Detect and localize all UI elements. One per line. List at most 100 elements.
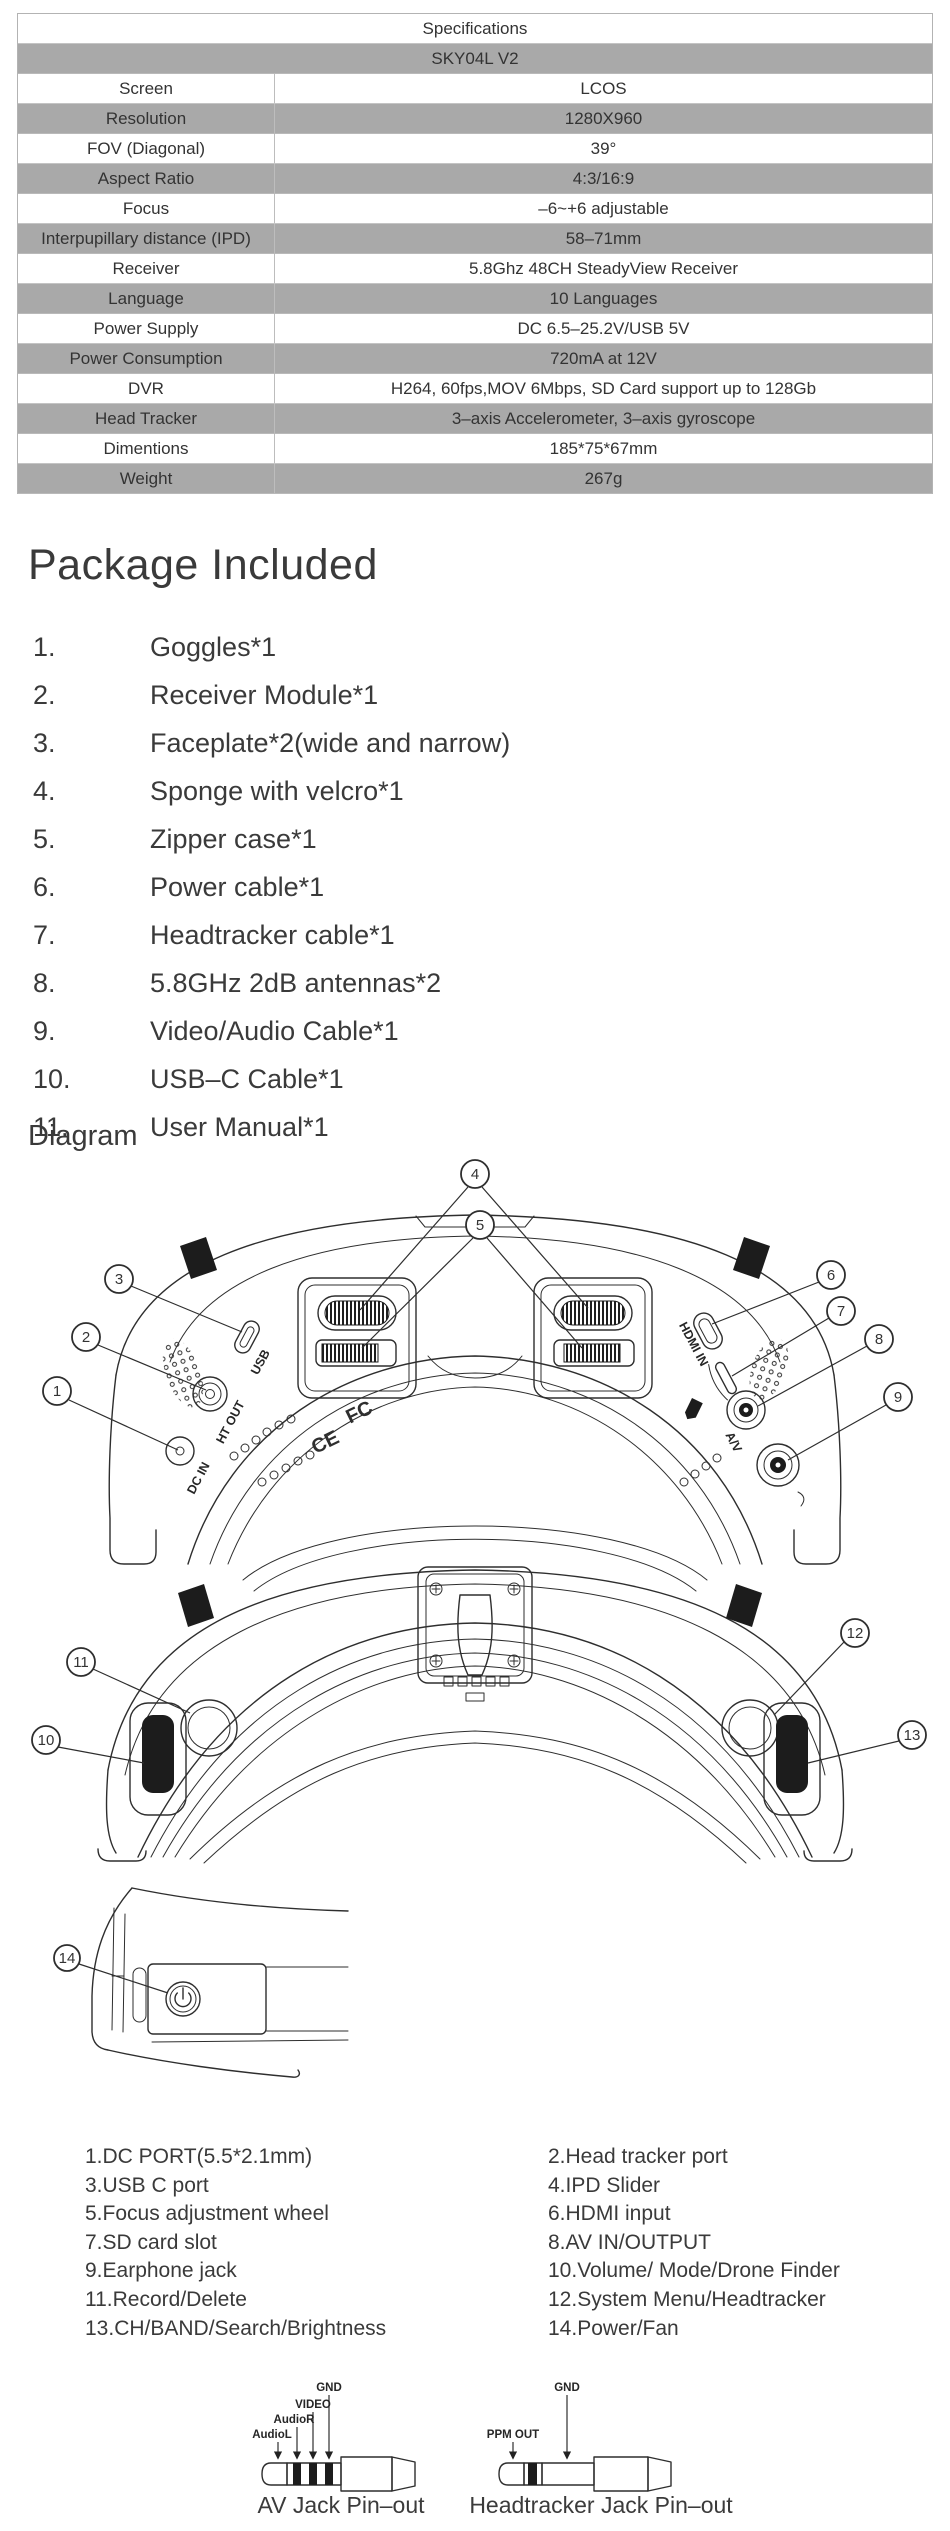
package-list-item: 4.Sponge with velcro*1 [33, 767, 510, 815]
package-item-text: User Manual*1 [150, 1111, 329, 1142]
part-entry: 8.AV IN/OUTPUT [548, 2230, 711, 2254]
av-label: A/V [722, 1430, 744, 1456]
spec-model-value: SKY04L V2 [431, 48, 519, 68]
package-list-item: 10. USB–C Cable*1 [33, 1055, 510, 1103]
package-item-text: Zipper case*1 [150, 823, 317, 854]
vent-hole-rows [229, 1414, 722, 1487]
ppm-out-label: PPM OUT [487, 2429, 539, 2441]
part-entry: 11.Record/Delete [85, 2287, 247, 2311]
earphone-jack [756, 1443, 800, 1487]
spec-value-cell: 3–axis Accelerometer, 3–axis gyroscope [451, 408, 756, 428]
face-cushion-arcs [137, 1622, 813, 1858]
ht-out-label: HT OUT [213, 1398, 247, 1446]
package-item-number: 3. [33, 727, 56, 758]
spec-value-cell: DC 6.5–25.2V/USB 5V [517, 318, 690, 338]
callout-4: 4 [460, 1159, 490, 1189]
callout-2: 2 [71, 1322, 101, 1352]
spec-label-cell: Focus [18, 194, 275, 223]
av-jack-caption: AV Jack Pin–out [257, 2492, 425, 2518]
spec-label-cell: Resolution [18, 104, 275, 133]
strap-post-left [178, 1584, 214, 1627]
dc-in-port [165, 1436, 195, 1466]
svg-text:14: 14 [59, 1950, 76, 1967]
av-jack [726, 1390, 766, 1430]
package-list-item: 9.Video/Audio Cable*1 [33, 1007, 510, 1055]
part-entry: 14.Power/Fan [548, 2316, 679, 2340]
audiol-label: AudioL [252, 2429, 292, 2441]
leader-line [78, 1963, 169, 1994]
callout-11: 11 [66, 1647, 96, 1677]
faceplate-mount [417, 1566, 533, 1702]
av-pin-arrows [273, 2395, 334, 2460]
package-list-item: 1.Goggles*1 [33, 623, 510, 671]
spec-value-cell: LCOS [580, 78, 627, 98]
callout-7: 7 [826, 1296, 856, 1326]
leader-lines [68, 1186, 887, 1461]
package-included-heading: Package Included [28, 541, 378, 589]
ipd-focus-assembly-left [297, 1277, 417, 1399]
ipd-focus-assembly-right [533, 1277, 653, 1399]
spec-value-cell: 58–71mm [565, 228, 642, 248]
package-item-text: Power cable*1 [150, 871, 325, 902]
spec-value-cell: H264, 60fps,MOV 6Mbps, SD Card support u… [390, 378, 817, 398]
record-delete-button [142, 1715, 174, 1793]
strap-post-right [726, 1584, 762, 1627]
focus-wheel-left [315, 1339, 397, 1367]
package-list-item: 11.User Manual*1 [33, 1103, 510, 1151]
spec-value-cell: 185*75*67mm [549, 438, 658, 458]
package-item-text: Receiver Module*1 [150, 679, 379, 710]
svg-text:13: 13 [904, 1727, 921, 1744]
spec-row: Focus –6~+6 adjustable [18, 194, 932, 224]
package-list-item: 6.Power cable*1 [33, 863, 510, 911]
spec-label-cell: Screen [18, 74, 275, 103]
part-entry: 7.SD card slot [85, 2230, 217, 2254]
spec-header-row: Specifications [18, 14, 932, 44]
package-item-text: 5.8GHz 2dB antennas*2 [150, 967, 442, 998]
package-item-number: 1. [33, 631, 56, 662]
package-item-number: 5. [33, 823, 56, 854]
svg-text:1: 1 [53, 1383, 61, 1400]
usb-c-port [234, 1320, 260, 1354]
callout-14: 14 [53, 1944, 81, 1972]
video-label: VIDEO [295, 2399, 331, 2411]
vent-holes-left [162, 1338, 204, 1408]
power-button [165, 1981, 201, 2017]
part-entry: 9.Earphone jack [85, 2259, 237, 2283]
package-list-item: 8.5.8GHz 2dB antennas*2 [33, 959, 510, 1007]
diagram-heading: Diagram [28, 1120, 138, 1152]
gnd-label: GND [554, 2382, 580, 2394]
ht-pin-arrows [508, 2395, 572, 2460]
spec-row: Screen LCOS [18, 74, 932, 104]
spec-label-cell: Weight [18, 464, 275, 493]
svg-text:7: 7 [837, 1303, 845, 1320]
ipd-slider-right [553, 1295, 633, 1331]
spec-value-cell: 5.8Ghz 48CH SteadyView Receiver [469, 258, 738, 278]
spec-label-cell: Head Tracker [18, 404, 275, 433]
package-item-text: Sponge with velcro*1 [150, 775, 404, 806]
spec-value-cell: 1280X960 [564, 108, 643, 128]
spec-model-row: SKY04L V2 [18, 44, 932, 74]
package-item-text: USB–C Cable*1 [150, 1063, 344, 1094]
audior-label: AudioR [274, 2414, 316, 2426]
callout-9: 9 [883, 1382, 913, 1412]
callout-12: 12 [840, 1618, 870, 1648]
callout-10: 10 [31, 1725, 61, 1755]
spec-label-cell: Interpupillary distance (IPD) [18, 224, 275, 253]
package-item-number: 10. [33, 1063, 71, 1094]
spec-value-cell: –6~+6 adjustable [538, 198, 669, 218]
part-entry: 2.Head tracker port [548, 2145, 728, 2168]
spec-label-cell: DVR [18, 374, 275, 403]
spec-row: DVR H264, 60fps,MOV 6Mbps, SD Card suppor… [18, 374, 932, 404]
strap-post-right [733, 1237, 770, 1279]
vent-holes-right [749, 1338, 789, 1400]
svg-text:9: 9 [894, 1389, 902, 1406]
goggles-front-view-diagram: 10 11 12 13 [31, 1566, 927, 1864]
spec-label-cell: Power Consumption [18, 344, 275, 373]
